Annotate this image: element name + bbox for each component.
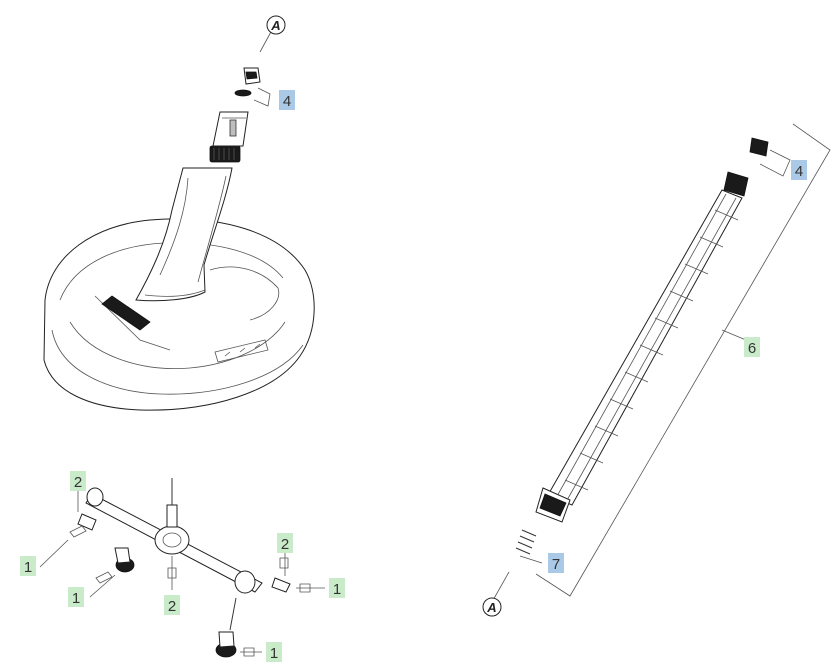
- callout-label: 4: [795, 163, 803, 180]
- callout-box: [279, 90, 295, 110]
- callout-box: [70, 471, 86, 491]
- callout-label: 2: [281, 536, 289, 553]
- callout-label: 7: [552, 556, 560, 573]
- callout-label: 2: [74, 474, 82, 491]
- callout-box: [744, 337, 760, 357]
- callout-6: 6: [744, 337, 760, 357]
- callout-box: [329, 578, 345, 598]
- callout-4-top: 4: [279, 90, 295, 110]
- callout-box: [266, 642, 282, 662]
- callout-2-left: 2: [70, 471, 86, 491]
- callout-box: [68, 587, 84, 607]
- callout-label: 4: [283, 93, 291, 110]
- reference-marker-bottom: A: [482, 597, 502, 617]
- callout-box: [277, 533, 293, 553]
- callout-label: 1: [270, 645, 278, 662]
- spray-bar-assembly: [39, 478, 325, 658]
- extension-tube-assembly: [491, 123, 831, 603]
- reference-marker-top: A: [266, 15, 286, 35]
- callout-4-right: 4: [791, 160, 807, 180]
- callout-label: 2: [168, 598, 176, 615]
- callout-label: 1: [24, 559, 32, 576]
- surface-cleaner-assembly: [43, 67, 315, 411]
- callout-1-bottom: 1: [266, 642, 282, 662]
- callout-box: [548, 553, 564, 573]
- callout-1-right: 1: [329, 578, 345, 598]
- callout-2-center: 2: [164, 595, 180, 615]
- callout-1-left: 1: [20, 556, 36, 576]
- callout-box: [791, 160, 807, 180]
- reference-label-bottom: A: [486, 600, 496, 615]
- callout-1-lower-left: 1: [68, 587, 84, 607]
- callout-box: [164, 595, 180, 615]
- reference-label-top: A: [270, 18, 280, 33]
- callout-7: 7: [548, 553, 564, 573]
- callout-label: 1: [333, 581, 341, 598]
- callout-label: 6: [748, 340, 756, 357]
- callout-box: [20, 556, 36, 576]
- callout-2-right: 2: [277, 533, 293, 553]
- callout-label: 1: [72, 590, 80, 607]
